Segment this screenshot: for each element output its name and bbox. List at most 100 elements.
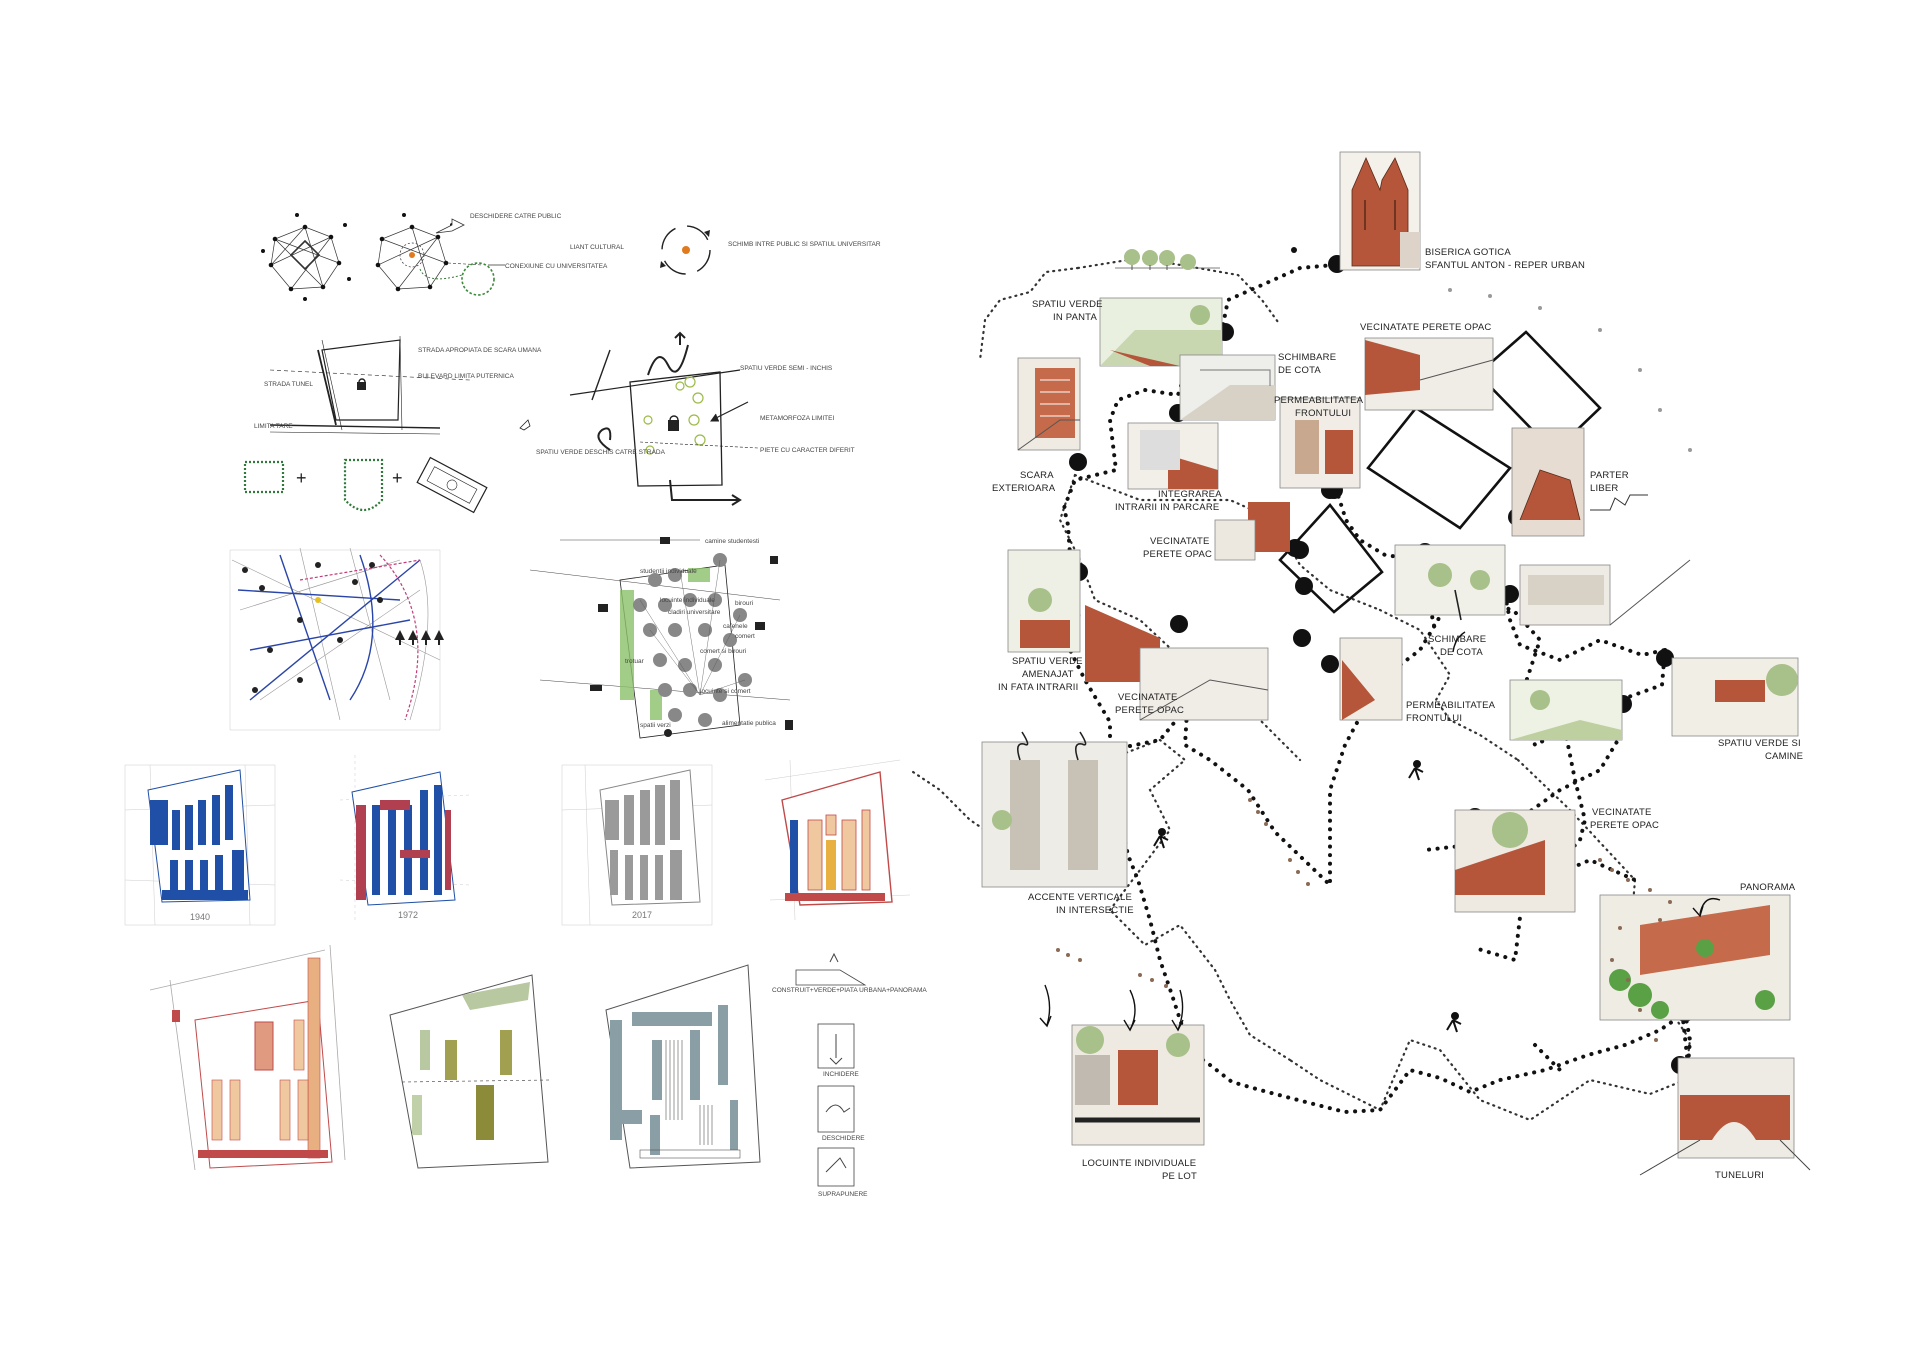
- vignette-vertical-accents: [981, 731, 1128, 888]
- svg-text:AMENAJAT: AMENAJAT: [1022, 669, 1074, 680]
- svg-text:SFANTUL ANTON - REPER URBAN: SFANTUL ANTON - REPER URBAN: [1425, 260, 1585, 271]
- label-limita-tare: LIMITA TARE: [254, 423, 293, 430]
- label-conexiune: CONEXIUNE CU UNIVERSITATEA: [505, 263, 608, 270]
- label-birouri: birouri: [735, 600, 753, 607]
- label-cafenele: cafenele: [723, 623, 748, 630]
- svg-text:INTEGRAREA: INTEGRAREA: [1158, 489, 1222, 500]
- label-locuinte-comert: locuinte si comert: [700, 688, 751, 695]
- label-locuinte-ind: locuinte individuale: [660, 597, 715, 604]
- vignette-opaque-wall-3: [1085, 605, 1269, 721]
- network-diagram-open: [375, 213, 495, 296]
- footprints-trails: [1056, 798, 1672, 1042]
- svg-text:FRONTULUI: FRONTULUI: [1406, 713, 1462, 724]
- route-label-3: VECINATATE PERETE OPAC: [1360, 322, 1491, 333]
- svg-text:PERMEABILITATEA: PERMEABILITATEA: [1406, 700, 1496, 711]
- svg-text:CAMINE: CAMINE: [1765, 751, 1803, 762]
- vignette-parking: [1127, 422, 1219, 490]
- route-label-14: SPATIU VERDE SI CAMINE: [1718, 738, 1803, 762]
- vignette-street-grey: [1179, 354, 1276, 421]
- label-spatii-verzi: spatii verzi: [640, 722, 671, 729]
- label-trotuar: trotuar: [625, 658, 645, 665]
- vignette-ground-floor: [1511, 427, 1648, 537]
- svg-text:LOCUINTE INDIVIDUALE: LOCUINTE INDIVIDUALE: [1082, 1158, 1196, 1169]
- label-comert-birouri: comert si birouri: [700, 648, 746, 655]
- vignette-panorama: [1599, 894, 1791, 1021]
- svg-text:INTRARII IN PARCARE: INTRARII IN PARCARE: [1115, 502, 1219, 513]
- label-strada-tunel: STRADA TUNEL: [264, 381, 313, 388]
- year-2017: 2017: [632, 910, 652, 920]
- route-label-6: SCARA EXTERIOARA: [992, 470, 1056, 494]
- route-label-10: SCHIMBARE DE COTA: [1428, 634, 1486, 658]
- route-label-5: PERMEABILITATEA FRONTULUI: [1274, 395, 1364, 419]
- vignette-opaque-wall-4: [1454, 809, 1576, 913]
- route-label-2: SPATIU VERDE IN PANTA: [1032, 299, 1103, 323]
- activity-bubble-map: [529, 537, 793, 739]
- route-label-8: PARTER LIBER: [1590, 470, 1629, 494]
- svg-text:TUNELURI: TUNELURI: [1715, 1170, 1764, 1181]
- svg-text:PERETE OPAC: PERETE OPAC: [1143, 549, 1212, 560]
- svg-text:BISERICA GOTICA: BISERICA GOTICA: [1425, 247, 1511, 258]
- historic-plan-1940: [124, 764, 276, 926]
- svg-text:PERETE OPAC: PERETE OPAC: [1590, 820, 1659, 831]
- svg-text:VECINATATE: VECINATATE: [1150, 536, 1210, 547]
- route-label-11: SPATIU VERDE AMENAJAT IN FATA INTRARII: [998, 656, 1082, 693]
- svg-text:IN FATA INTRARII: IN FATA INTRARII: [998, 682, 1078, 693]
- plan-analysis-gray: [605, 964, 761, 1169]
- label-bulevard: BULEVARD LIMITA PUTERNICA: [418, 373, 514, 380]
- label-cladiri-univ: cladiri universitare: [668, 609, 721, 616]
- route-label-7: INTEGRAREA INTRARII IN PARCARE: [1115, 489, 1222, 513]
- label-alimentatie: alimentatie publica: [722, 720, 776, 727]
- label-comert: comert: [735, 633, 755, 640]
- historic-plan-1972: [339, 755, 471, 920]
- year-1940: 1940: [190, 912, 210, 922]
- svg-text:ACCENTE VERTICALE: ACCENTE VERTICALE: [1028, 892, 1132, 903]
- route-label-4: SCHIMBARE DE COTA: [1278, 352, 1336, 376]
- route-label-19: TUNELURI: [1715, 1170, 1764, 1181]
- historic-plan-2017: [561, 764, 713, 926]
- svg-text:IN PANTA: IN PANTA: [1053, 312, 1097, 323]
- svg-text:EXTERIOARA: EXTERIOARA: [992, 483, 1056, 494]
- legend-symbols: [795, 952, 867, 1187]
- vignette-stair-building: [1017, 357, 1081, 451]
- svg-text:PARTER: PARTER: [1590, 470, 1629, 481]
- streets-diagram: [269, 335, 471, 435]
- svg-text:LIBER: LIBER: [1590, 483, 1618, 494]
- year-1972: 1972: [398, 910, 418, 920]
- svg-text:PANORAMA: PANORAMA: [1740, 882, 1796, 893]
- network-diagram-closed: [261, 213, 351, 301]
- vignette-permeability-1: [1279, 397, 1361, 489]
- vignette-tunnels: [1639, 1057, 1811, 1176]
- svg-text:DE COTA: DE COTA: [1278, 365, 1321, 376]
- svg-text:PERETE OPAC: PERETE OPAC: [1115, 705, 1184, 716]
- label-spatiu-semi-inchis: SPATIU VERDE SEMI - INCHIS: [740, 365, 833, 372]
- walking-person-icon: [1286, 247, 1298, 267]
- vignette-green-entrance: [1007, 549, 1081, 653]
- svg-text:VECINATATE: VECINATATE: [1118, 692, 1178, 703]
- walking-person-icon-2: [1153, 760, 1462, 1033]
- vignette-green-dorms: [1509, 679, 1623, 741]
- svg-text:DE COTA: DE COTA: [1440, 647, 1483, 658]
- svg-text:SPATIU VERDE: SPATIU VERDE: [1032, 299, 1103, 310]
- route-label-13: PERMEABILITATEA FRONTULUI: [1406, 700, 1496, 724]
- label-liant-cultural: LIANT CULTURAL: [570, 244, 624, 251]
- legend-inchidere: INCHIDERE: [823, 1071, 859, 1078]
- svg-text:SCHIMBARE: SCHIMBARE: [1428, 634, 1486, 645]
- route-label-12: VECINATATE PERETE OPAC: [1115, 692, 1184, 716]
- plan-analysis-built: [149, 944, 346, 1171]
- svg-text:PERMEABILITATEA: PERMEABILITATEA: [1274, 395, 1364, 406]
- svg-text:SCHIMBARE: SCHIMBARE: [1278, 352, 1336, 363]
- vignette-level-change-2: [1394, 544, 1506, 621]
- legend-deschidere: DESCHIDERE: [822, 1135, 865, 1142]
- cycle-icon: [660, 225, 711, 275]
- vignette-opaque-wall-2: [1214, 502, 1290, 561]
- svg-text:PE LOT: PE LOT: [1162, 1171, 1197, 1182]
- vignette-lot-houses: [1071, 1024, 1205, 1146]
- route-label-18: LOCUINTE INDIVIDUALE PE LOT: [1082, 1158, 1197, 1182]
- svg-text:SPATIU VERDE SI: SPATIU VERDE SI: [1718, 738, 1801, 749]
- svg-text:+: +: [296, 468, 307, 488]
- svg-text:IN INTERSECTIE: IN INTERSECTIE: [1056, 905, 1134, 916]
- label-metamorfoza: METAMORFOZA LIMITEI: [760, 415, 834, 422]
- label-spatiu-deschis: SPATIU VERDE DESCHIS CATRE STRADA: [536, 449, 666, 456]
- footprints-gray: [1448, 288, 1692, 452]
